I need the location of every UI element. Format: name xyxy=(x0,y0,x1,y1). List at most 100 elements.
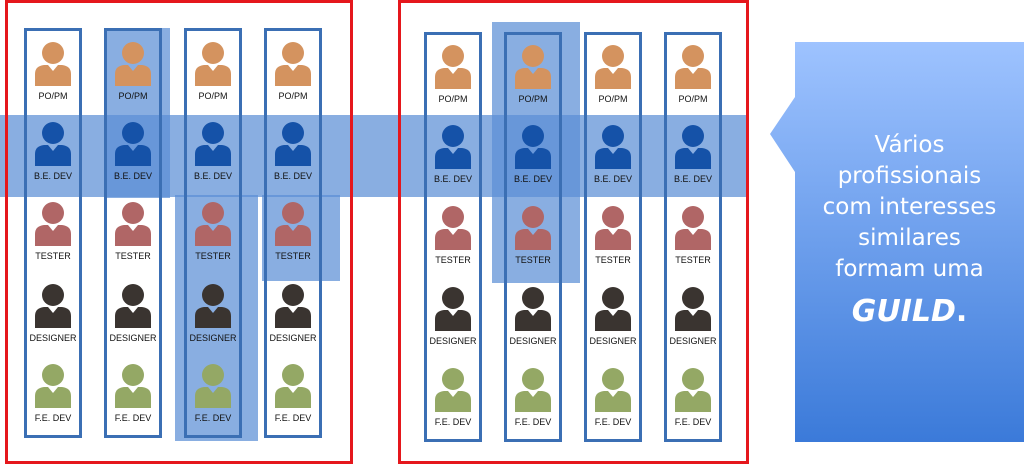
person-icon xyxy=(595,206,631,250)
team-member: DESIGNER xyxy=(423,285,483,346)
role-label: B.E. DEV xyxy=(433,174,472,184)
person-icon xyxy=(435,206,471,250)
team-member: DESIGNER xyxy=(103,282,163,343)
person-icon xyxy=(675,287,711,331)
team-member: F.E. DEV xyxy=(423,366,483,427)
team-member: TESTER xyxy=(23,200,83,261)
person-icon xyxy=(515,125,551,169)
team-member: PO/PM xyxy=(583,43,643,104)
left-squad-frame xyxy=(5,0,353,464)
team-member: F.E. DEV xyxy=(263,362,323,423)
role-label: PO/PM xyxy=(518,94,548,104)
person-icon xyxy=(675,206,711,250)
callout-line-4: similares xyxy=(858,225,961,251)
role-label: TESTER xyxy=(595,255,631,265)
guild-punct: . xyxy=(955,294,968,329)
role-label: DESIGNER xyxy=(189,333,237,343)
team-member: DESIGNER xyxy=(183,282,243,343)
role-label: PO/PM xyxy=(198,91,228,101)
person-icon xyxy=(35,284,71,328)
right-squad-frame xyxy=(398,0,749,464)
member-column xyxy=(504,32,562,442)
person-icon xyxy=(275,202,311,246)
guild-word: GUILD xyxy=(851,294,956,329)
member-column xyxy=(584,32,642,442)
guild-callout xyxy=(770,42,1024,442)
callout-line-1: Vários xyxy=(874,132,945,158)
person-icon xyxy=(515,368,551,412)
team-member: F.E. DEV xyxy=(583,366,643,427)
member-column xyxy=(424,32,482,442)
team-member: B.E. DEV xyxy=(183,120,243,181)
member-column xyxy=(264,28,322,438)
person-icon xyxy=(515,45,551,89)
team-member: TESTER xyxy=(583,204,643,265)
person-icon xyxy=(595,287,631,331)
role-label: DESIGNER xyxy=(509,336,557,346)
team-member: B.E. DEV xyxy=(503,123,563,184)
guild-line: GUILD. xyxy=(795,293,1024,331)
person-icon xyxy=(675,368,711,412)
team-member: PO/PM xyxy=(263,40,323,101)
member-column xyxy=(24,28,82,438)
role-label: B.E. DEV xyxy=(113,171,152,181)
team-member: PO/PM xyxy=(423,43,483,104)
team-member: DESIGNER xyxy=(263,282,323,343)
person-icon xyxy=(115,42,151,86)
role-label: B.E. DEV xyxy=(593,174,632,184)
person-icon xyxy=(435,45,471,89)
team-member: PO/PM xyxy=(183,40,243,101)
role-label: TESTER xyxy=(515,255,551,265)
role-label: TESTER xyxy=(195,251,231,261)
role-label: TESTER xyxy=(115,251,151,261)
person-icon xyxy=(595,45,631,89)
person-icon xyxy=(195,284,231,328)
role-label: DESIGNER xyxy=(589,336,637,346)
role-label: DESIGNER xyxy=(429,336,477,346)
role-label: B.E. DEV xyxy=(513,174,552,184)
role-label: B.E. DEV xyxy=(273,171,312,181)
role-label: F.E. DEV xyxy=(594,417,632,427)
person-icon xyxy=(35,122,71,166)
role-label: F.E. DEV xyxy=(114,413,152,423)
team-member: TESTER xyxy=(423,204,483,265)
team-member: F.E. DEV xyxy=(663,366,723,427)
member-column xyxy=(184,28,242,438)
role-label: F.E. DEV xyxy=(434,417,472,427)
person-icon xyxy=(115,284,151,328)
person-icon xyxy=(275,284,311,328)
guild-callout-text: Vários profissionais com interesses simi… xyxy=(795,130,1024,331)
role-label: TESTER xyxy=(35,251,71,261)
callout-line-5: formam uma xyxy=(835,256,984,282)
person-icon xyxy=(275,42,311,86)
team-member: F.E. DEV xyxy=(183,362,243,423)
team-member: PO/PM xyxy=(663,43,723,104)
role-label: DESIGNER xyxy=(269,333,317,343)
team-member: DESIGNER xyxy=(23,282,83,343)
role-label: F.E. DEV xyxy=(34,413,72,423)
role-label: B.E. DEV xyxy=(673,174,712,184)
team-member: B.E. DEV xyxy=(663,123,723,184)
team-member: B.E. DEV xyxy=(583,123,643,184)
person-icon xyxy=(195,42,231,86)
role-label: F.E. DEV xyxy=(194,413,232,423)
person-icon xyxy=(275,122,311,166)
role-label: PO/PM xyxy=(598,94,628,104)
role-label: TESTER xyxy=(675,255,711,265)
team-member: F.E. DEV xyxy=(23,362,83,423)
person-icon xyxy=(515,206,551,250)
team-member: F.E. DEV xyxy=(503,366,563,427)
member-column xyxy=(664,32,722,442)
person-icon xyxy=(675,125,711,169)
team-member: TESTER xyxy=(103,200,163,261)
role-label: DESIGNER xyxy=(109,333,157,343)
person-icon xyxy=(115,202,151,246)
role-label: F.E. DEV xyxy=(674,417,712,427)
person-icon xyxy=(515,287,551,331)
person-icon xyxy=(435,368,471,412)
role-label: PO/PM xyxy=(38,91,68,101)
team-member: TESTER xyxy=(503,204,563,265)
role-label: PO/PM xyxy=(118,91,148,101)
role-label: DESIGNER xyxy=(669,336,717,346)
team-member: PO/PM xyxy=(23,40,83,101)
